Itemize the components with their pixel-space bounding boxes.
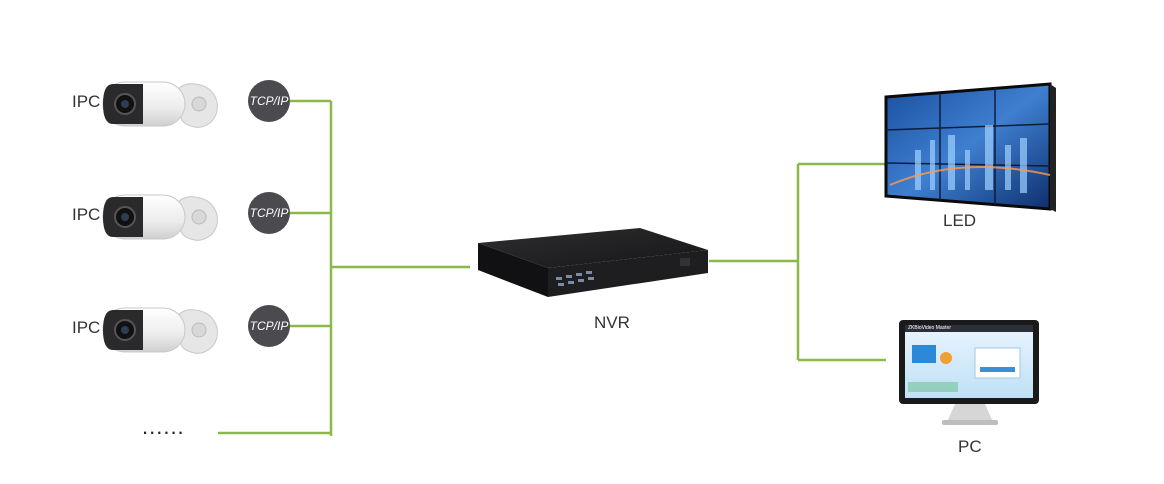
more-cameras-indicator: ...... xyxy=(142,414,185,439)
camera-icon xyxy=(102,307,218,354)
nvr-device-icon xyxy=(478,228,708,297)
protocol-badge: TCP/IP xyxy=(248,80,290,122)
led-video-wall-icon xyxy=(884,82,1056,212)
connection-lines xyxy=(218,99,886,436)
pc-monitor-icon xyxy=(899,320,1039,425)
camera-label: IPC xyxy=(72,205,101,224)
camera-icon xyxy=(102,81,218,128)
protocol-badge: TCP/IP xyxy=(248,305,290,347)
protocol-badge: TCP/IP xyxy=(248,192,290,234)
nvr-label: NVR xyxy=(594,313,630,332)
camera-label: IPC xyxy=(72,318,101,337)
pc-label: PC xyxy=(958,437,982,456)
pc-screen-title: ZKBioVideo Master xyxy=(908,325,951,331)
camera-label: IPC xyxy=(72,92,101,111)
camera-icon xyxy=(102,194,218,241)
led-label: LED xyxy=(943,211,977,230)
